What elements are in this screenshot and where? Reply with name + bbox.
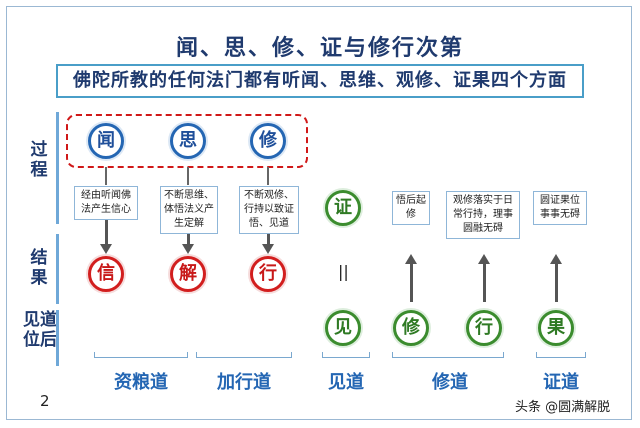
- si-note: 不断思维、体悟法义产生定解: [160, 186, 218, 234]
- row-label-result: 结果: [30, 248, 48, 288]
- stage-bracket-xiudao: [392, 352, 504, 358]
- zheng-circle: 证: [325, 190, 361, 226]
- xiu-arrow-head: [262, 244, 274, 254]
- si-connector: [187, 167, 189, 185]
- stage-bracket-jiandao: [322, 352, 370, 358]
- wen-arrow-head: [100, 244, 112, 254]
- xiu-note: 不断观修、行持以致证悟、见道: [239, 186, 299, 234]
- later-xing-arrow-head: [478, 254, 490, 264]
- summary-banner: 佛陀所教的任何法门都有听闻、思维、观修、证果四个方面: [56, 64, 584, 98]
- page-number: 2: [40, 392, 50, 410]
- later-xiu-arrow-head: [405, 254, 417, 264]
- later-guo-arrow-head: [550, 254, 562, 264]
- watermark-credit: 头条 @圆满解脱: [515, 400, 611, 415]
- row-bar-after-seeing: [56, 310, 59, 366]
- stage-bracket-jiaxing: [196, 352, 292, 358]
- jian-circle: 见: [325, 310, 361, 346]
- si-arrow-shaft: [187, 234, 190, 246]
- stage-label-ziliang: 资粮道: [114, 372, 168, 393]
- stage-bracket-zhengdao: [536, 352, 586, 358]
- result-xin-circle: 信: [88, 256, 124, 292]
- later-xiu-circle: 修: [393, 310, 429, 346]
- later-xing-circle: 行: [466, 310, 502, 346]
- process-wen-circle: 闻: [88, 123, 124, 159]
- wen-arrow-shaft: [105, 220, 108, 246]
- later-guo-note: 圆证果位事事无碍: [533, 191, 587, 225]
- wen-note: 经由听闻佛法产生信心: [74, 186, 138, 220]
- row-label-after-seeing: 见道位后: [23, 310, 57, 350]
- stage-label-jiaxing: 加行道: [217, 372, 271, 393]
- later-xing-arrow-shaft: [483, 262, 486, 302]
- later-guo-arrow-shaft: [555, 262, 558, 302]
- later-guo-circle: 果: [538, 310, 574, 346]
- xiu-arrow-shaft: [267, 234, 270, 246]
- row-bar-process: [56, 112, 59, 224]
- equals-sign: ||: [338, 262, 349, 281]
- wen-connector: [105, 167, 107, 185]
- row-label-process: 过程: [30, 140, 48, 180]
- row-bar-result: [56, 234, 59, 304]
- later-xiu-arrow-shaft: [410, 262, 413, 302]
- si-arrow-head: [182, 244, 194, 254]
- slide-title: 闻、思、修、证与修行次第: [175, 35, 464, 61]
- later-xiu-note: 悟后起修: [392, 191, 430, 225]
- stage-label-jiandao: 见道: [328, 372, 364, 393]
- stage-bracket-ziliang: [94, 352, 188, 358]
- process-si-circle: 思: [170, 123, 206, 159]
- xiu-connector: [267, 167, 269, 185]
- result-xing-circle: 行: [250, 256, 286, 292]
- stage-label-zhengdao: 证道: [543, 372, 579, 393]
- stage-label-xiudao: 修道: [432, 372, 468, 393]
- result-jie-circle: 解: [170, 256, 206, 292]
- process-xiu-circle: 修: [250, 123, 286, 159]
- later-xing-note: 观修落实于日常行持，理事圆融无碍: [446, 191, 520, 239]
- slide-frame: [6, 6, 632, 420]
